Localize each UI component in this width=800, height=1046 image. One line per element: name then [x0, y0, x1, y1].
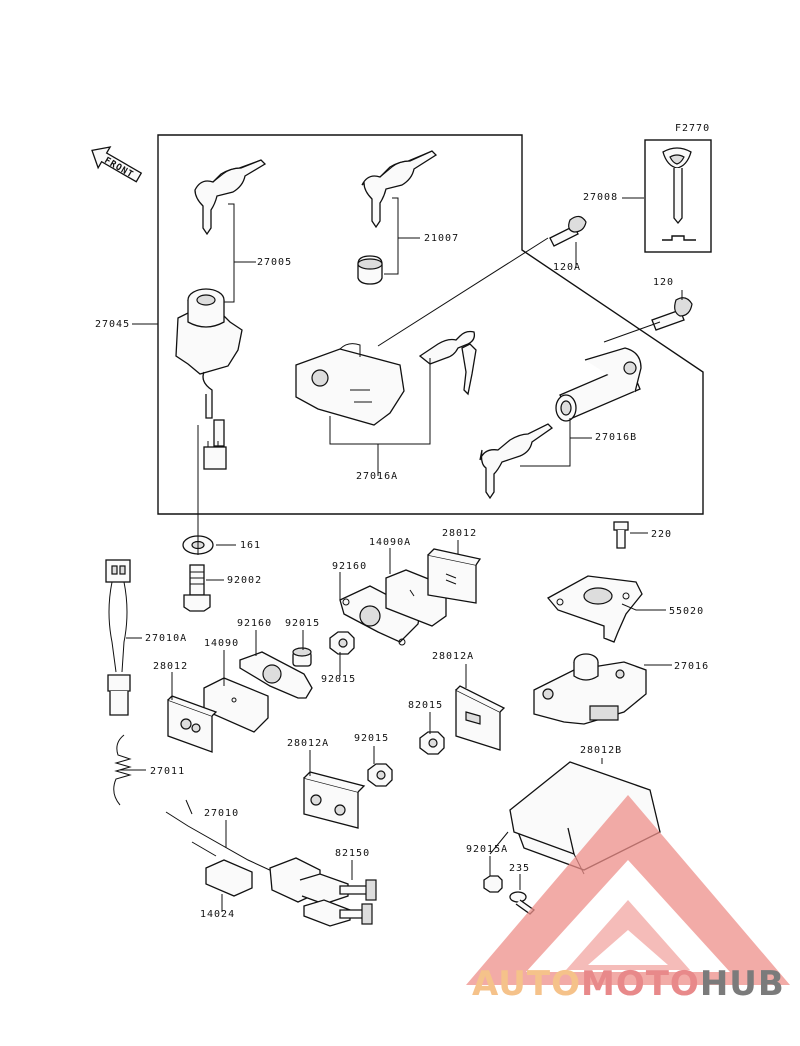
part-label-27010: 27010	[204, 808, 239, 819]
part-label-92015a: 92015	[285, 618, 320, 629]
lock-cylinder-27016B	[479, 347, 642, 500]
screw-92015A	[483, 875, 503, 893]
gasket-92160-upper	[339, 585, 421, 646]
nut-92015-b	[329, 631, 355, 655]
part-label-14024: 14024	[200, 909, 235, 920]
part-label-92002: 92002	[227, 575, 262, 586]
part-label-235: 235	[509, 863, 530, 874]
pad-28012-upper	[427, 548, 482, 604]
part-label-92015b: 92015	[321, 674, 356, 685]
part-label-27016: 27016	[674, 661, 709, 672]
part-label-14090A: 14090A	[369, 537, 411, 548]
key-card-27008	[644, 139, 712, 253]
part-label-55020: 55020	[669, 606, 704, 617]
part-label-120A: 120A	[553, 262, 581, 273]
part-label-27011: 27011	[150, 766, 185, 777]
watermark-auto: AUTO	[472, 964, 581, 1004]
bracket-27016	[533, 653, 647, 725]
part-label-92015c: 92015	[354, 733, 389, 744]
part-label-27005: 27005	[257, 257, 292, 268]
part-label-82150: 82150	[335, 848, 370, 859]
plate-14090	[203, 677, 269, 733]
gasket-92160-lower	[239, 651, 313, 699]
part-label-28012b: 28012	[153, 661, 188, 672]
watermark-triangle-icon	[466, 795, 790, 985]
lock-body-27016A	[295, 330, 477, 426]
front-arrow-icon: FRONT	[91, 146, 143, 183]
bolt-92002	[183, 564, 211, 612]
switch-27010	[165, 799, 351, 927]
pad-28012-lower	[167, 695, 218, 753]
watermark-hub: HUB	[700, 964, 785, 1004]
part-label-27008: 27008	[583, 192, 618, 203]
nut-82015	[419, 731, 445, 755]
part-label-28012a: 28012	[442, 528, 477, 539]
watermark-moto: MOTO	[581, 964, 700, 1004]
spring-27011	[113, 734, 132, 806]
part-label-14090: 14090	[204, 638, 239, 649]
ignition-set-outline	[157, 134, 704, 515]
wire-harness-27010A	[105, 559, 131, 716]
part-labels: 27005 21007 27045 27008 120A 120 27016B 27016A 1…	[95, 192, 709, 920]
part-label-27010A: 27010A	[145, 633, 187, 644]
part-label-161: 161	[240, 540, 261, 551]
part-label-220: 220	[651, 529, 672, 540]
part-label-82015: 82015	[408, 700, 443, 711]
part-label-28012Ac: 28012A	[432, 651, 474, 662]
ignition-switch-27045	[175, 288, 243, 470]
part-label-92160a: 92160	[332, 561, 367, 572]
bolt-120	[651, 297, 693, 331]
keys-21007	[357, 150, 438, 285]
screw-82150	[339, 879, 377, 925]
figure-code: F2770	[675, 123, 710, 134]
bolt-120A	[549, 215, 587, 247]
bracket-55020	[546, 575, 643, 643]
part-label-21007: 21007	[424, 233, 459, 244]
part-label-27016A: 27016A	[356, 471, 398, 482]
bolt-220	[613, 521, 629, 549]
part-label-27016B: 27016B	[595, 432, 637, 443]
nut-92015-a	[292, 647, 312, 667]
part-label-120: 120	[653, 277, 674, 288]
keys-27005	[194, 159, 267, 236]
watermark-logo: AUTOMOTOHUB	[466, 795, 790, 1004]
part-label-92160b: 92160	[237, 618, 272, 629]
pad-28012A-lower	[303, 771, 366, 829]
part-label-28012B: 28012B	[580, 745, 622, 756]
pad-28012A-middle	[455, 685, 506, 751]
svg-text:AUTOMOTOHUB: AUTOMOTOHUB	[472, 964, 785, 1004]
nut-92015-c	[367, 763, 393, 787]
part-label-28012Ad: 28012A	[287, 738, 329, 749]
leader-lines	[120, 197, 683, 912]
connector-14024	[205, 859, 253, 897]
part-label-92015A: 92015A	[466, 844, 508, 855]
part-label-27045: 27045	[95, 319, 130, 330]
